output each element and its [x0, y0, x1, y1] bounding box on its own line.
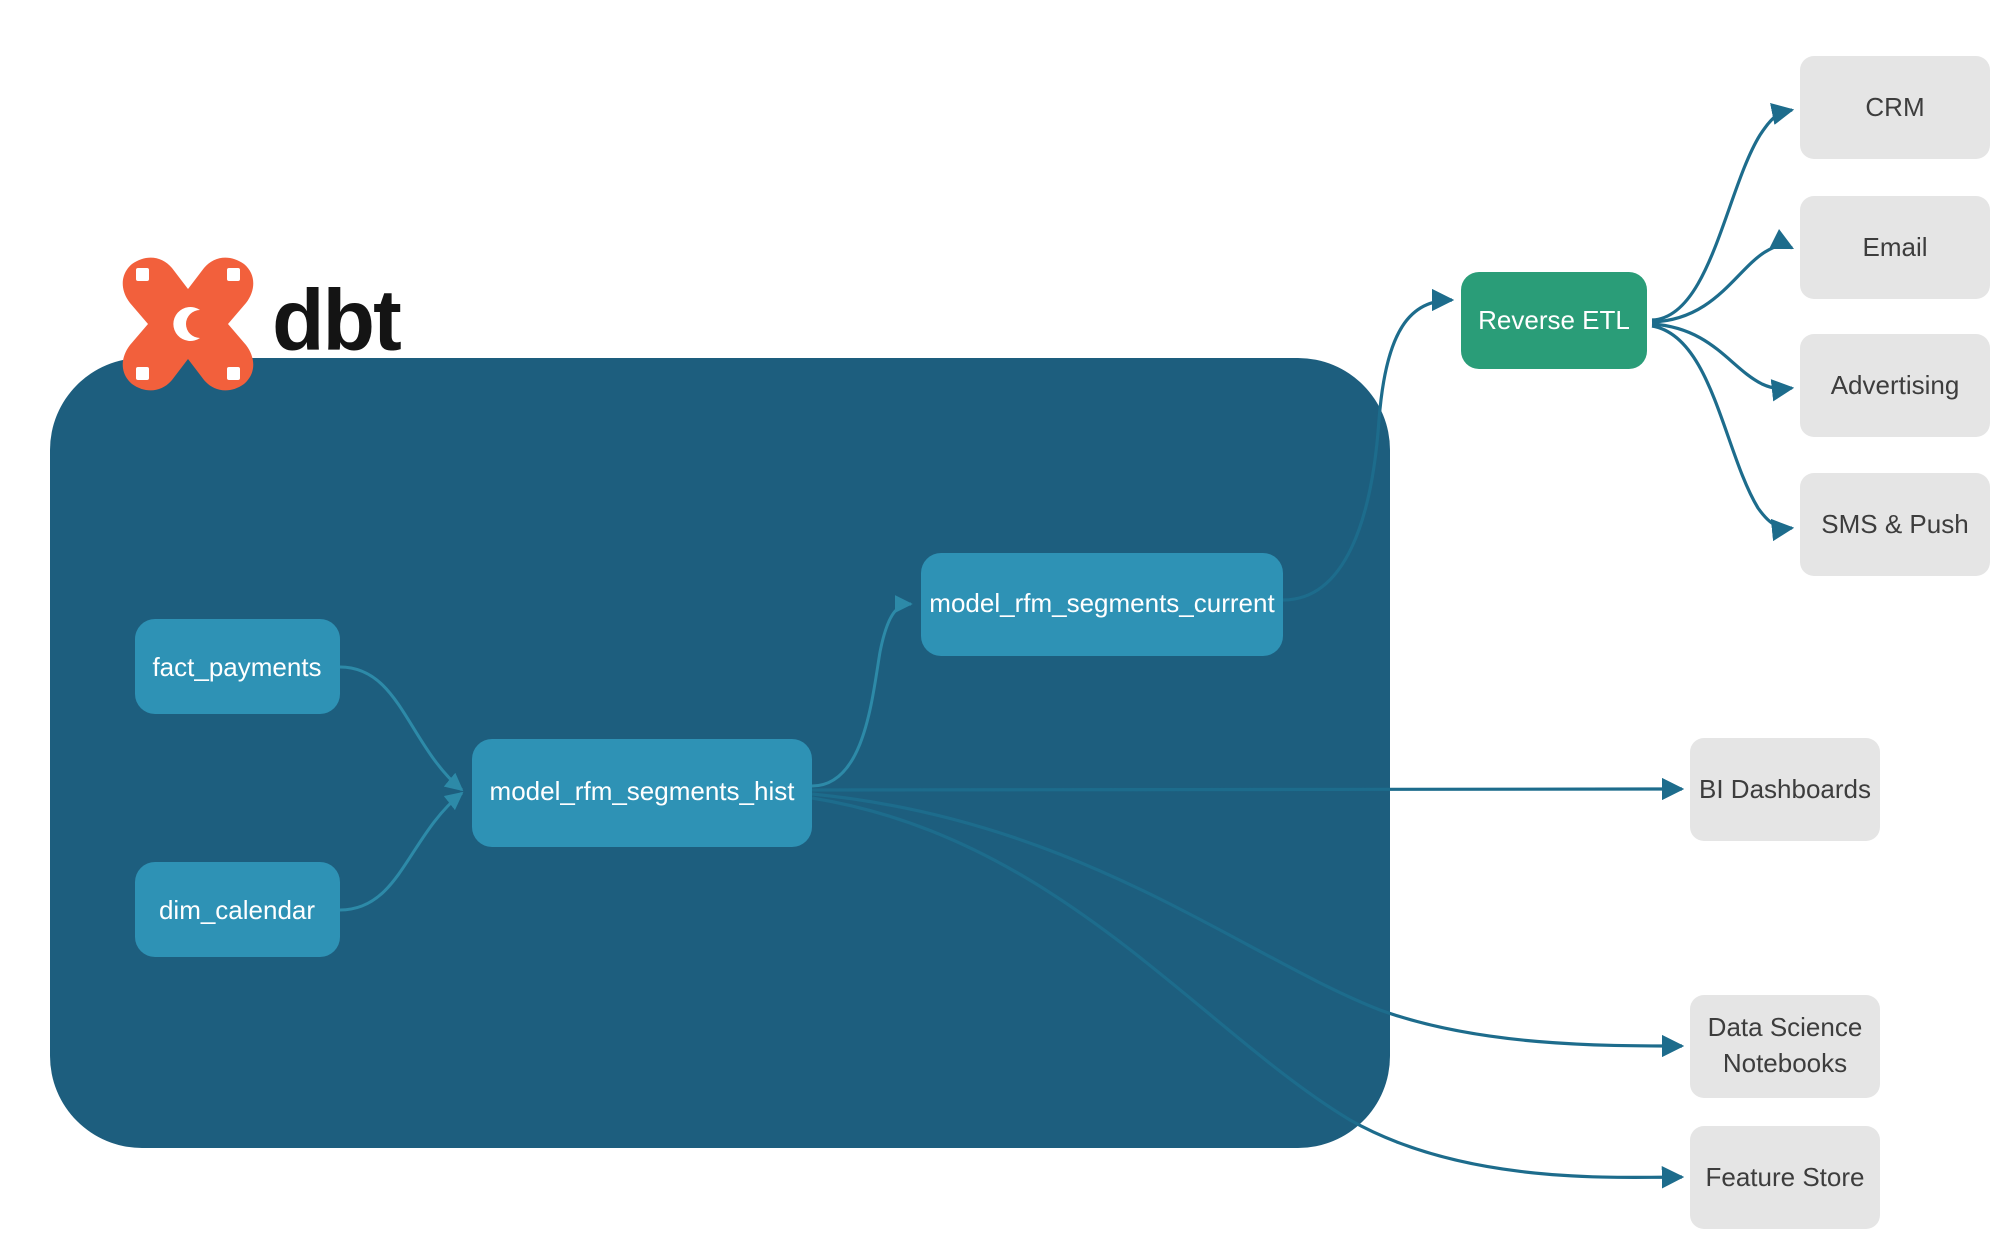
node-model-rfm-segments-current[interactable]: model_rfm_segments_current	[921, 553, 1283, 656]
node-data-science-notebooks-label-line2: Notebooks	[1723, 1048, 1847, 1078]
node-feature-store[interactable]: Feature Store	[1690, 1126, 1880, 1229]
dbt-brand-lockup: dbt	[122, 257, 403, 391]
edge-current-to-reverse-etl	[1282, 288, 1455, 602]
node-dim-calendar[interactable]: dim_calendar	[135, 862, 340, 957]
edge-dim-calendar-to-hist	[339, 791, 464, 912]
internal-edges	[339, 595, 913, 912]
node-feature-store-label: Feature Store	[1706, 1162, 1865, 1192]
node-advertising-shape[interactable]	[1800, 334, 1990, 437]
node-model-rfm-segments-hist-label: model_rfm_segments_hist	[490, 776, 796, 806]
node-model-rfm-segments-current-label: model_rfm_segments_current	[929, 588, 1275, 618]
model-nodes: fact_payments dim_calendar model_rfm_seg…	[135, 553, 1283, 957]
node-reverse-etl-label: Reverse ETL	[1478, 305, 1630, 335]
edge-hist-to-current	[811, 595, 913, 788]
node-model-rfm-segments-hist-shape[interactable]	[472, 739, 812, 847]
node-crm[interactable]: CRM	[1800, 56, 1990, 159]
node-crm-shape[interactable]	[1800, 56, 1990, 159]
edge-hist-to-bi-dashboards	[811, 777, 1685, 801]
node-reverse-etl[interactable]: Reverse ETL	[1461, 272, 1647, 369]
edge-reverse-etl-to-crm	[1651, 102, 1795, 322]
node-data-science-notebooks[interactable]: Data Science Notebooks	[1690, 995, 1880, 1098]
dbt-brand-name: dbt	[272, 273, 401, 369]
node-advertising-label: Advertising	[1831, 370, 1960, 400]
node-email-label: Email	[1862, 232, 1927, 262]
node-feature-store-shape[interactable]	[1690, 1126, 1880, 1229]
dbt-x-logo-icon	[122, 257, 254, 391]
node-sms-push-label: SMS & Push	[1821, 509, 1968, 539]
node-dim-calendar-shape[interactable]	[135, 862, 340, 957]
node-email-shape[interactable]	[1800, 196, 1990, 299]
node-fact-payments[interactable]: fact_payments	[135, 619, 340, 714]
node-sms-push-shape[interactable]	[1800, 473, 1990, 576]
node-data-science-notebooks-shape[interactable]	[1690, 995, 1880, 1098]
edge-reverse-etl-to-sms-push	[1651, 324, 1795, 542]
node-data-science-notebooks-label-line1: Data Science	[1708, 1012, 1863, 1042]
node-sms-push[interactable]: SMS & Push	[1800, 473, 1990, 576]
edge-reverse-etl-to-advertising	[1651, 322, 1795, 402]
external-edges	[811, 102, 1795, 1189]
node-crm-label: CRM	[1865, 92, 1924, 122]
edge-hist-to-feature-store	[811, 796, 1685, 1189]
destination-nodes: CRM Email Advertising SMS & Push BI Dash…	[1690, 56, 1990, 1229]
edge-fact-payments-to-hist	[339, 665, 464, 792]
node-reverse-etl-shape[interactable]	[1461, 272, 1647, 369]
edge-reverse-etl-to-email	[1651, 228, 1795, 324]
node-fact-payments-shape[interactable]	[135, 619, 340, 714]
node-email[interactable]: Email	[1800, 196, 1990, 299]
node-bi-dashboards-shape[interactable]	[1690, 738, 1880, 841]
node-fact-payments-label: fact_payments	[152, 652, 321, 682]
edge-hist-to-data-science-notebooks	[811, 792, 1685, 1058]
node-bi-dashboards[interactable]: BI Dashboards	[1690, 738, 1880, 841]
node-dim-calendar-label: dim_calendar	[159, 895, 315, 925]
node-advertising[interactable]: Advertising	[1800, 334, 1990, 437]
node-model-rfm-segments-hist[interactable]: model_rfm_segments_hist	[472, 739, 812, 847]
node-model-rfm-segments-current-shape[interactable]	[921, 553, 1283, 656]
node-bi-dashboards-label: BI Dashboards	[1699, 774, 1871, 804]
